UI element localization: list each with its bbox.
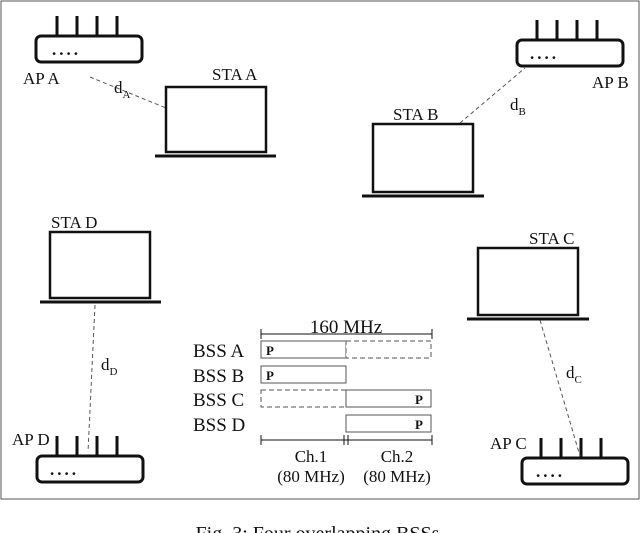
sta-a-label: STA A bbox=[212, 65, 258, 84]
channel-allocation: 160 MHz BSS A BSS B BSS C BSS D P P P P … bbox=[193, 317, 433, 486]
bss-d-ch2-block bbox=[345, 414, 432, 433]
ap-a-router-icon: .... bbox=[34, 16, 144, 64]
ap-d-dots: .... bbox=[50, 460, 79, 479]
distance-c-label: dC bbox=[566, 363, 582, 386]
sta-c-laptop-icon bbox=[467, 246, 589, 321]
row-label-bss-a: BSS A bbox=[193, 341, 245, 362]
ap-b-router-icon: .... bbox=[515, 20, 625, 68]
channel-2-name: Ch.2 bbox=[381, 447, 414, 466]
channel-2-width: (80 MHz) bbox=[363, 467, 431, 486]
distance-d-label: dD bbox=[101, 355, 118, 378]
link-c bbox=[539, 319, 581, 457]
row-label-bss-b: BSS B bbox=[193, 366, 244, 387]
ap-c-router-icon: .... bbox=[520, 438, 630, 486]
ap-d-label: AP D bbox=[12, 430, 50, 449]
channel-1-width: (80 MHz) bbox=[277, 467, 345, 486]
bss-c-ch2-block bbox=[345, 389, 432, 408]
channel-1-name: Ch.1 bbox=[295, 447, 328, 466]
row-label-bss-d: BSS D bbox=[193, 415, 245, 436]
bss-d-primary-mark: P bbox=[415, 417, 423, 432]
bss-c-primary-mark: P bbox=[415, 392, 423, 407]
link-d bbox=[87, 304, 96, 453]
distance-b-label: dB bbox=[510, 95, 526, 118]
link-b bbox=[459, 67, 526, 124]
bss-c-ch1-block bbox=[260, 389, 347, 408]
sta-b-label: STA B bbox=[393, 105, 438, 124]
sta-c-label: STA C bbox=[529, 229, 574, 248]
distance-a-label: dA bbox=[114, 78, 131, 101]
ap-a-label: AP A bbox=[23, 69, 60, 88]
sta-d-label: STA D bbox=[51, 213, 97, 232]
bss-a-ch2-block bbox=[345, 340, 432, 359]
sta-b-laptop-icon bbox=[362, 122, 484, 198]
ap-b-label: AP B bbox=[592, 73, 629, 92]
bss-b-ch1-block bbox=[260, 365, 347, 384]
sta-a-laptop-icon bbox=[155, 85, 276, 158]
row-label-bss-c: BSS C bbox=[193, 390, 244, 411]
ap-c-dots: .... bbox=[536, 462, 565, 481]
ap-c-label: AP C bbox=[490, 434, 527, 453]
bss-a-primary-mark: P bbox=[266, 343, 274, 358]
ap-d-router-icon: .... bbox=[35, 436, 145, 484]
ap-b-dots: .... bbox=[530, 44, 559, 63]
figure-caption: Fig. 3: Four overlapping BSSs. bbox=[196, 523, 445, 533]
bss-b-primary-mark: P bbox=[266, 368, 274, 383]
bandwidth-label: 160 MHz bbox=[310, 317, 382, 338]
ap-a-dots: .... bbox=[52, 40, 81, 59]
figure-frame bbox=[0, 0, 640, 500]
sta-d-laptop-icon bbox=[40, 230, 161, 304]
